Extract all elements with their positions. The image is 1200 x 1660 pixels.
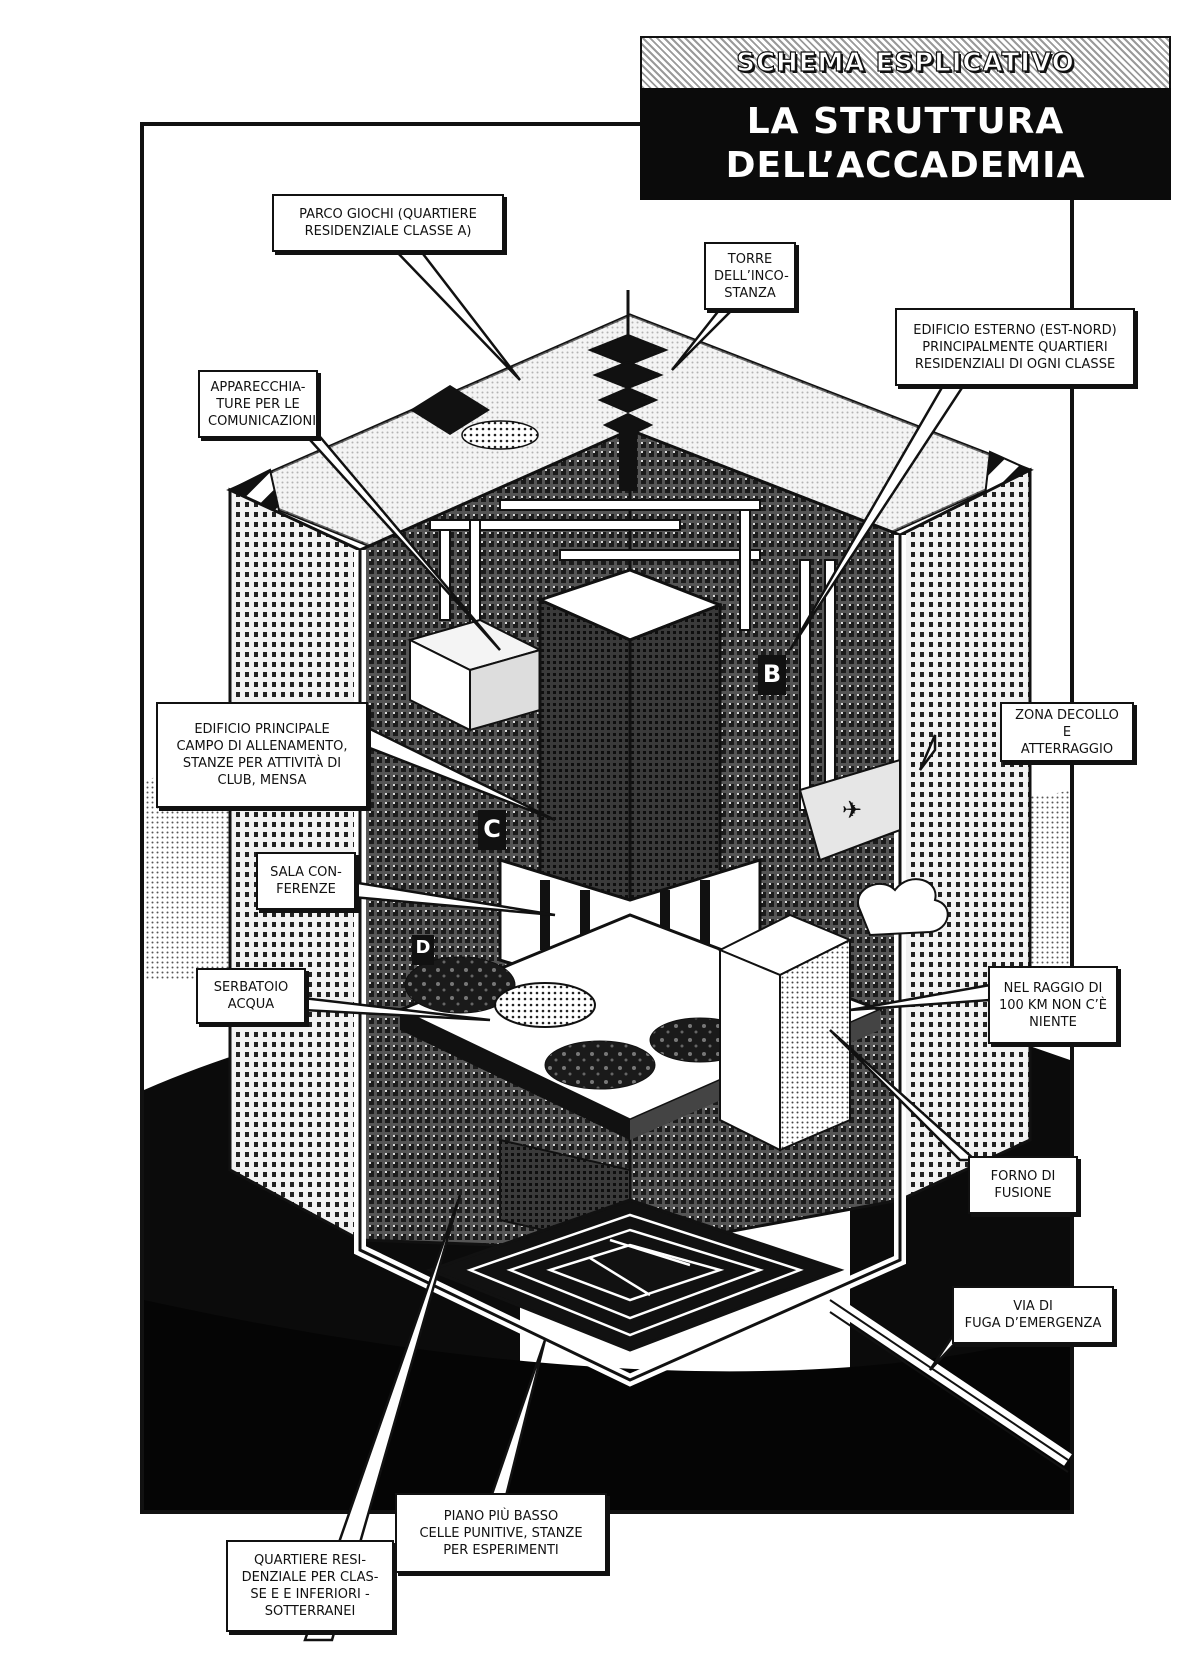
label-edificio-esterno: EDIFICIO ESTERNO (EST-NORD) PRINCIPALMEN… [895,308,1135,386]
label-fuga: VIA DI FUGA D’EMERGENZA [952,1286,1114,1344]
landing-zone [798,758,901,862]
sector-c-box [478,810,506,850]
label-apparecchiature: APPARECCHIA- TURE PER LE COMUNICAZIONI [198,370,318,438]
label-raggio: NEL RAGGIO DI 100 KM NON C’È NIENTE [988,966,1118,1044]
label-parco-giochi: PARCO GIOCHI (QUARTIERE RESIDENZIALE CLA… [272,194,504,252]
callout-leaders [288,248,992,1642]
label-serbatoio: SERBATOIO ACQUA [196,968,306,1024]
sector-d-mark: D [415,937,431,958]
sector-c-mark: C [483,815,501,843]
label-zona-decollo: ZONA DECOLLO E ATTERRAGGIO [1000,702,1134,762]
title-kicker-band: SCHEMA ESPLICATIVO [640,36,1171,88]
title-block: SCHEMA ESPLICATIVO LA STRUTTURA DELL’ACC… [640,36,1171,200]
svg-text:✈: ✈ [842,796,862,824]
furnace [719,948,781,1152]
pipes [429,499,836,811]
maze-floor [425,1198,845,1352]
title-line-1: LA STRUTTURA [746,101,1065,142]
water-tank [494,982,596,1028]
label-edificio-principale: EDIFICIO PRINCIPALE CAMPO DI ALLENAMENTO… [156,702,368,808]
sector-d-box [412,935,434,965]
sector-b-box [758,655,786,695]
title-kicker: SCHEMA ESPLICATIVO [736,47,1075,78]
facade-right [898,467,1032,1203]
sector-b-mark: B [762,660,782,688]
label-torre: TORRE DELL’INCO- STANZA [704,242,796,310]
label-quartiere-inferiori: QUARTIERE RESI- DENZIALE PER CLAS- SE E … [226,1540,394,1632]
title-line-2: DELL’ACCADEMIA [725,145,1086,186]
label-piano-basso: PIANO PIÙ BASSO CELLE PUNITIVE, STANZE P… [395,1493,607,1573]
label-forno: FORNO DI FUSIONE [968,1156,1078,1214]
title-main: LA STRUTTURA DELL’ACCADEMIA [640,88,1171,200]
tower [587,290,669,491]
label-sala-conferenze: SALA CON- FERENZE [256,852,356,910]
